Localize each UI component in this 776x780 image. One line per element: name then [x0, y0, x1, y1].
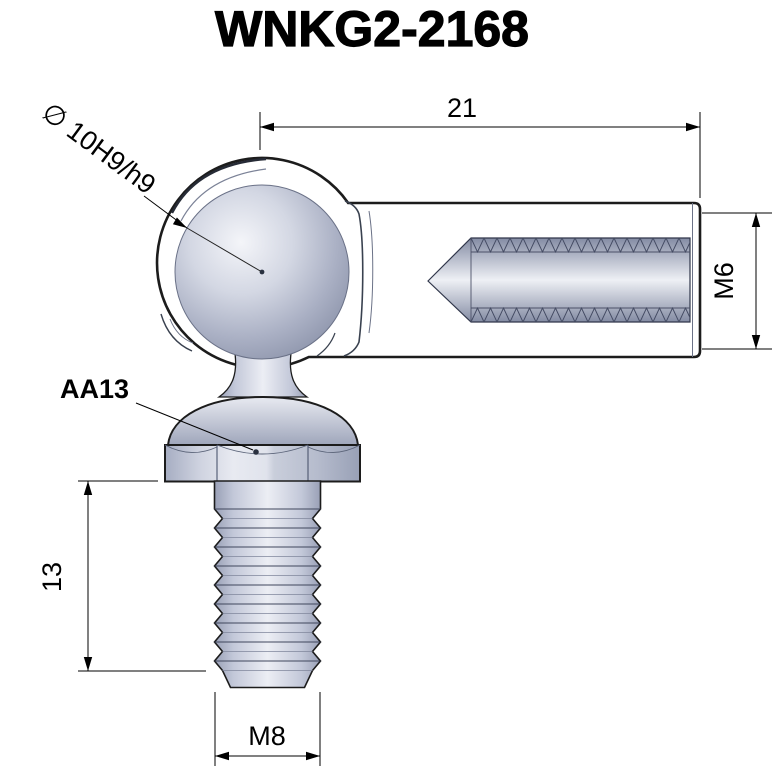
hex-body — [164, 444, 361, 483]
socket-opening-arc-inner — [180, 168, 267, 222]
dimension-m8: M8 — [214, 692, 321, 766]
radius-line-ball — [186, 227, 263, 273]
extension-lines-m8 — [214, 692, 321, 766]
shaft-outline — [213, 480, 322, 689]
housing-body-shape — [155, 156, 702, 370]
hex-flange — [164, 444, 361, 483]
arrowhead-13-bottom — [83, 657, 93, 671]
arrowhead-m8-left — [215, 751, 229, 761]
hex-facet-lines — [216, 445, 309, 482]
thread-root-lines — [222, 518, 313, 671]
socket-opening-arc — [170, 157, 267, 214]
dimension-21: 21 — [259, 93, 701, 198]
aa13-dot — [253, 449, 259, 455]
label-aa13: AA13 — [60, 374, 259, 455]
dimension-m6: M6 — [702, 212, 772, 350]
arrowhead-m8-right — [306, 751, 320, 761]
hex-chamfer-arcs — [164, 444, 361, 455]
arrowhead-13-top — [83, 481, 93, 495]
cup-rim-right-inner — [368, 210, 374, 334]
crimp-arc-left-outer — [160, 313, 193, 352]
thread-crest-lines — [214, 508, 321, 662]
dimension-13: 13 — [37, 480, 206, 672]
internal-thread-bore — [427, 203, 693, 357]
page-title: WNKG2-2168 — [215, 1, 529, 57]
internal-thread-pattern — [471, 238, 690, 322]
leader-line-aa13 — [135, 402, 254, 451]
dome-flange — [166, 395, 360, 446]
aa13-label: AA13 — [60, 374, 129, 404]
crimp-arc-right — [316, 332, 336, 357]
cup-rim-right — [343, 200, 364, 357]
m8-label: M8 — [248, 721, 286, 751]
arrowhead-ball — [172, 217, 187, 228]
extension-lines-13 — [78, 480, 206, 672]
ball-diameter-label: ∅ 10H9/h9 — [36, 97, 161, 200]
arrowhead-21-right — [686, 122, 700, 132]
arrowhead-21-left — [260, 122, 274, 132]
dim-21-label: 21 — [447, 93, 477, 123]
part-geometry — [155, 156, 702, 689]
arrowhead-m6-top — [751, 213, 761, 227]
m6-label: M6 — [709, 262, 739, 300]
crimp-arc-left-inner — [169, 318, 194, 344]
extension-lines-21 — [259, 112, 701, 198]
extension-lines-m6 — [702, 212, 772, 350]
13-label: 13 — [37, 562, 67, 592]
threaded-shaft — [213, 480, 322, 689]
socket-rim-details — [160, 157, 374, 357]
arrowhead-m6-bottom — [751, 335, 761, 349]
ball-center-dot — [259, 269, 265, 275]
